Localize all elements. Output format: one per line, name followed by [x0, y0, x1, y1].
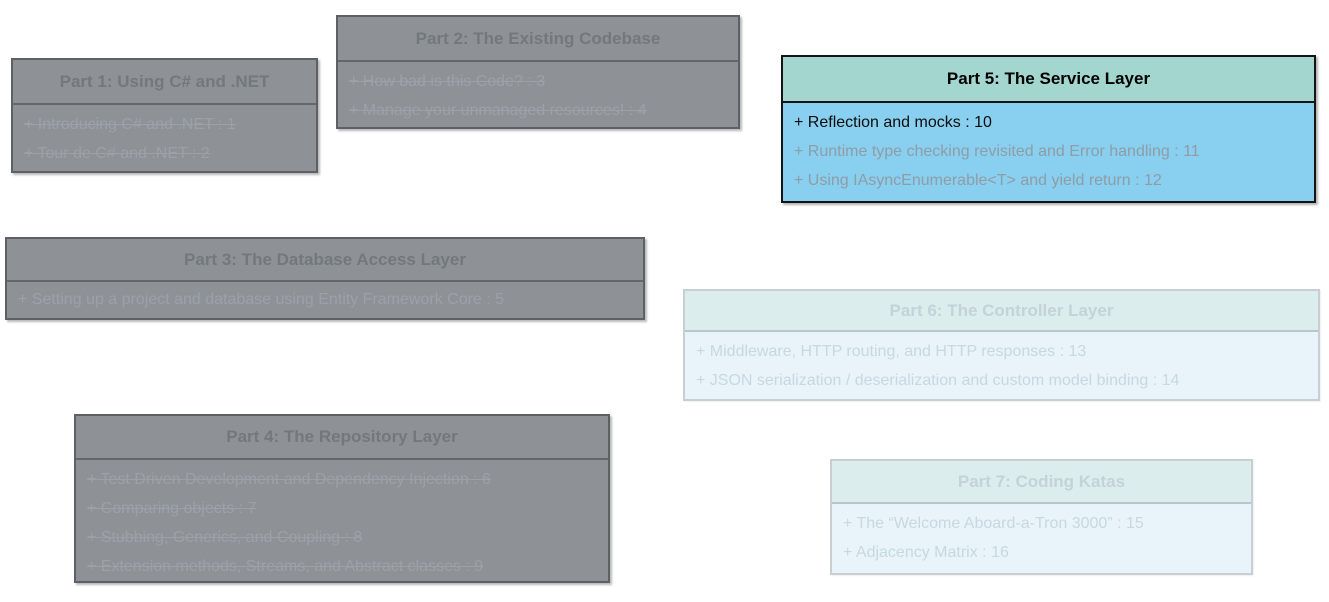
chapter-item: + The “Welcome Aboard-a-Tron 3000” : 15 [843, 515, 1144, 532]
part3-box: Part 3: The Database Access Layer + Sett… [5, 237, 645, 320]
part7-title: Part 7: Coding Katas [957, 471, 1126, 491]
part1-box: Part 1: Using C# and .NET + Introducing … [11, 58, 318, 173]
chapter-item: + Reflection and mocks : 10 [794, 114, 992, 131]
part3-title: Part 3: The Database Access Layer [184, 249, 466, 269]
chapter-item: + Test Driven Development and Dependency… [87, 471, 491, 488]
part5-chapter-list: + Reflection and mocks : 10 + Runtime ty… [783, 103, 1314, 200]
part2-title: Part 2: The Existing Codebase [415, 28, 661, 48]
part6-box: Part 6: The Controller Layer + Middlewar… [683, 289, 1320, 401]
part2-box: Part 2: The Existing Codebase + How bad … [336, 15, 740, 129]
part7-chapter-list: + The “Welcome Aboard-a-Tron 3000” : 15 … [832, 504, 1251, 572]
chapter-item: + Setting up a project and database usin… [18, 291, 505, 308]
part2-chapter-list: + How bad is this Code? : 3 + Manage you… [338, 62, 738, 130]
part4-title: Part 4: The Repository Layer [226, 427, 458, 446]
part7-box: Part 7: Coding Katas + The “Welcome Aboa… [830, 459, 1253, 575]
chapter-item: + Introducing C# and .NET : 1 [24, 116, 236, 133]
chapter-item: + Manage your unmanaged resources! : 4 [349, 102, 647, 119]
part5-header: Part 5: The Service Layer [783, 57, 1314, 103]
part4-box: Part 4: The Repository Layer + Test Driv… [74, 414, 610, 583]
chapter-item: + Runtime type checking revisited and Er… [794, 143, 1200, 160]
chapter-item: + Tour de C# and .NET : 2 [24, 145, 210, 162]
part1-header: Part 1: Using C# and .NET [13, 60, 316, 105]
chapter-item: + JSON serialization / deserialization a… [696, 372, 1180, 389]
part6-title: Part 6: The Controller Layer [889, 300, 1114, 320]
part1-chapter-list: + Introducing C# and .NET : 1 + Tour de … [13, 105, 316, 173]
part3-header: Part 3: The Database Access Layer [7, 239, 643, 282]
chapter-item: + Extension methods, Streams, and Abstra… [87, 558, 484, 575]
chapter-item: + Using IAsyncEnumerable<T> and yield re… [794, 172, 1162, 189]
part1-title: Part 1: Using C# and .NET [59, 71, 270, 91]
chapter-item: + Adjacency Matrix : 16 [843, 544, 1009, 561]
part2-header: Part 2: The Existing Codebase [338, 17, 738, 62]
part3-chapter-list: + Setting up a project and database usin… [7, 282, 643, 319]
part5-title: Part 5: The Service Layer [946, 69, 1151, 88]
part5-box: Part 5: The Service Layer + Reflection a… [781, 55, 1316, 203]
part6-chapter-list: + Middleware, HTTP routing, and HTTP res… [685, 332, 1318, 400]
chapter-item: + Middleware, HTTP routing, and HTTP res… [696, 343, 1087, 360]
chapter-item: + Comparing objects : 7 [87, 500, 257, 517]
part4-header: Part 4: The Repository Layer [76, 416, 608, 460]
part7-header: Part 7: Coding Katas [832, 461, 1251, 504]
part6-header: Part 6: The Controller Layer [685, 291, 1318, 332]
chapter-item: + Stubbing, Generics, and Coupling : 8 [87, 529, 363, 546]
chapter-item: + How bad is this Code? : 3 [349, 73, 546, 90]
part4-chapter-list: + Test Driven Development and Dependency… [76, 460, 608, 586]
